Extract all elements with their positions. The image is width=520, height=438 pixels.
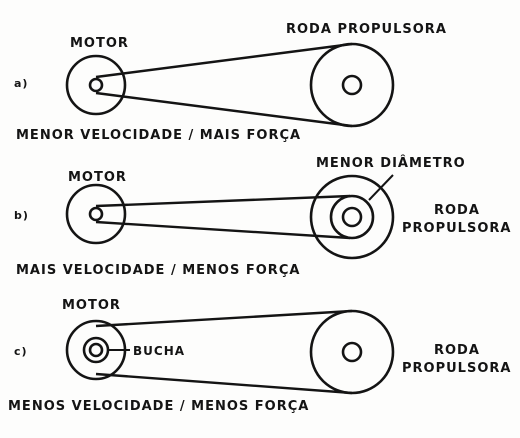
panel-c-belt-top — [95, 309, 353, 328]
panel-b-caption: MAIS VELOCIDADE / MENOS FORÇA — [16, 263, 300, 278]
panel-c-tag: c) — [14, 345, 28, 358]
panel-b-belt-bottom — [95, 220, 351, 240]
panel-c: MOTOR c) RODA PROPULSORA BUCHA MENOS VEL… — [8, 298, 511, 414]
panel-b-wheel-label-line1: RODA — [434, 203, 480, 218]
panel-c-bushing — [82, 336, 110, 364]
panel-b-belt-top — [95, 194, 351, 208]
panel-b-motor-label: MOTOR — [68, 170, 127, 185]
panel-c-callout: BUCHA — [133, 344, 185, 358]
panel-c-motor-shaft — [88, 342, 104, 358]
panel-c-drive-wheel — [309, 309, 395, 395]
panel-b-tag: b) — [14, 209, 29, 222]
panel-b-callout: MENOR DIÂMETRO — [316, 155, 466, 171]
panel-a-caption: MENOR VELOCIDADE / MAIS FORÇA — [16, 128, 301, 143]
panel-b: MOTOR MENOR DIÂMETRO b) RODA PROPULSORA … — [14, 155, 511, 278]
panel-b-small-pulley — [329, 194, 375, 240]
panel-a-wheel-label: RODA PROPULSORA — [286, 22, 447, 37]
panel-a-tag: a) — [14, 77, 28, 90]
panel-c-wheel-label-line2: PROPULSORA — [402, 361, 511, 376]
panel-c-belt-bottom — [95, 372, 353, 395]
panel-a-drive-wheel — [309, 42, 395, 128]
panel-c-caption: MENOS VELOCIDADE / MENOS FORÇA — [8, 399, 309, 414]
panel-a-belt-top — [95, 42, 353, 79]
panel-a-motor-label: MOTOR — [70, 36, 129, 51]
panel-c-motor-label: MOTOR — [62, 298, 121, 313]
panel-b-drive-wheel — [309, 174, 395, 260]
panel-b-callout-leader — [368, 174, 394, 201]
panel-a-wheel-hub — [341, 74, 363, 96]
panel-b-wheel-hub — [341, 206, 363, 228]
panel-a-belt-bottom — [95, 91, 353, 128]
panel-a-motor-shaft — [88, 77, 104, 93]
panel-c-wheel-hub — [341, 341, 363, 363]
panel-b-motor-shaft — [88, 206, 104, 222]
panel-a: MOTOR RODA PROPULSORA a) MENOR VELOCIDAD… — [14, 22, 447, 143]
panel-b-wheel-label-line2: PROPULSORA — [402, 221, 511, 236]
panel-a-motor-pulley — [65, 54, 127, 116]
panel-b-motor-pulley — [65, 183, 127, 245]
panel-c-wheel-label-line1: RODA — [434, 343, 480, 358]
